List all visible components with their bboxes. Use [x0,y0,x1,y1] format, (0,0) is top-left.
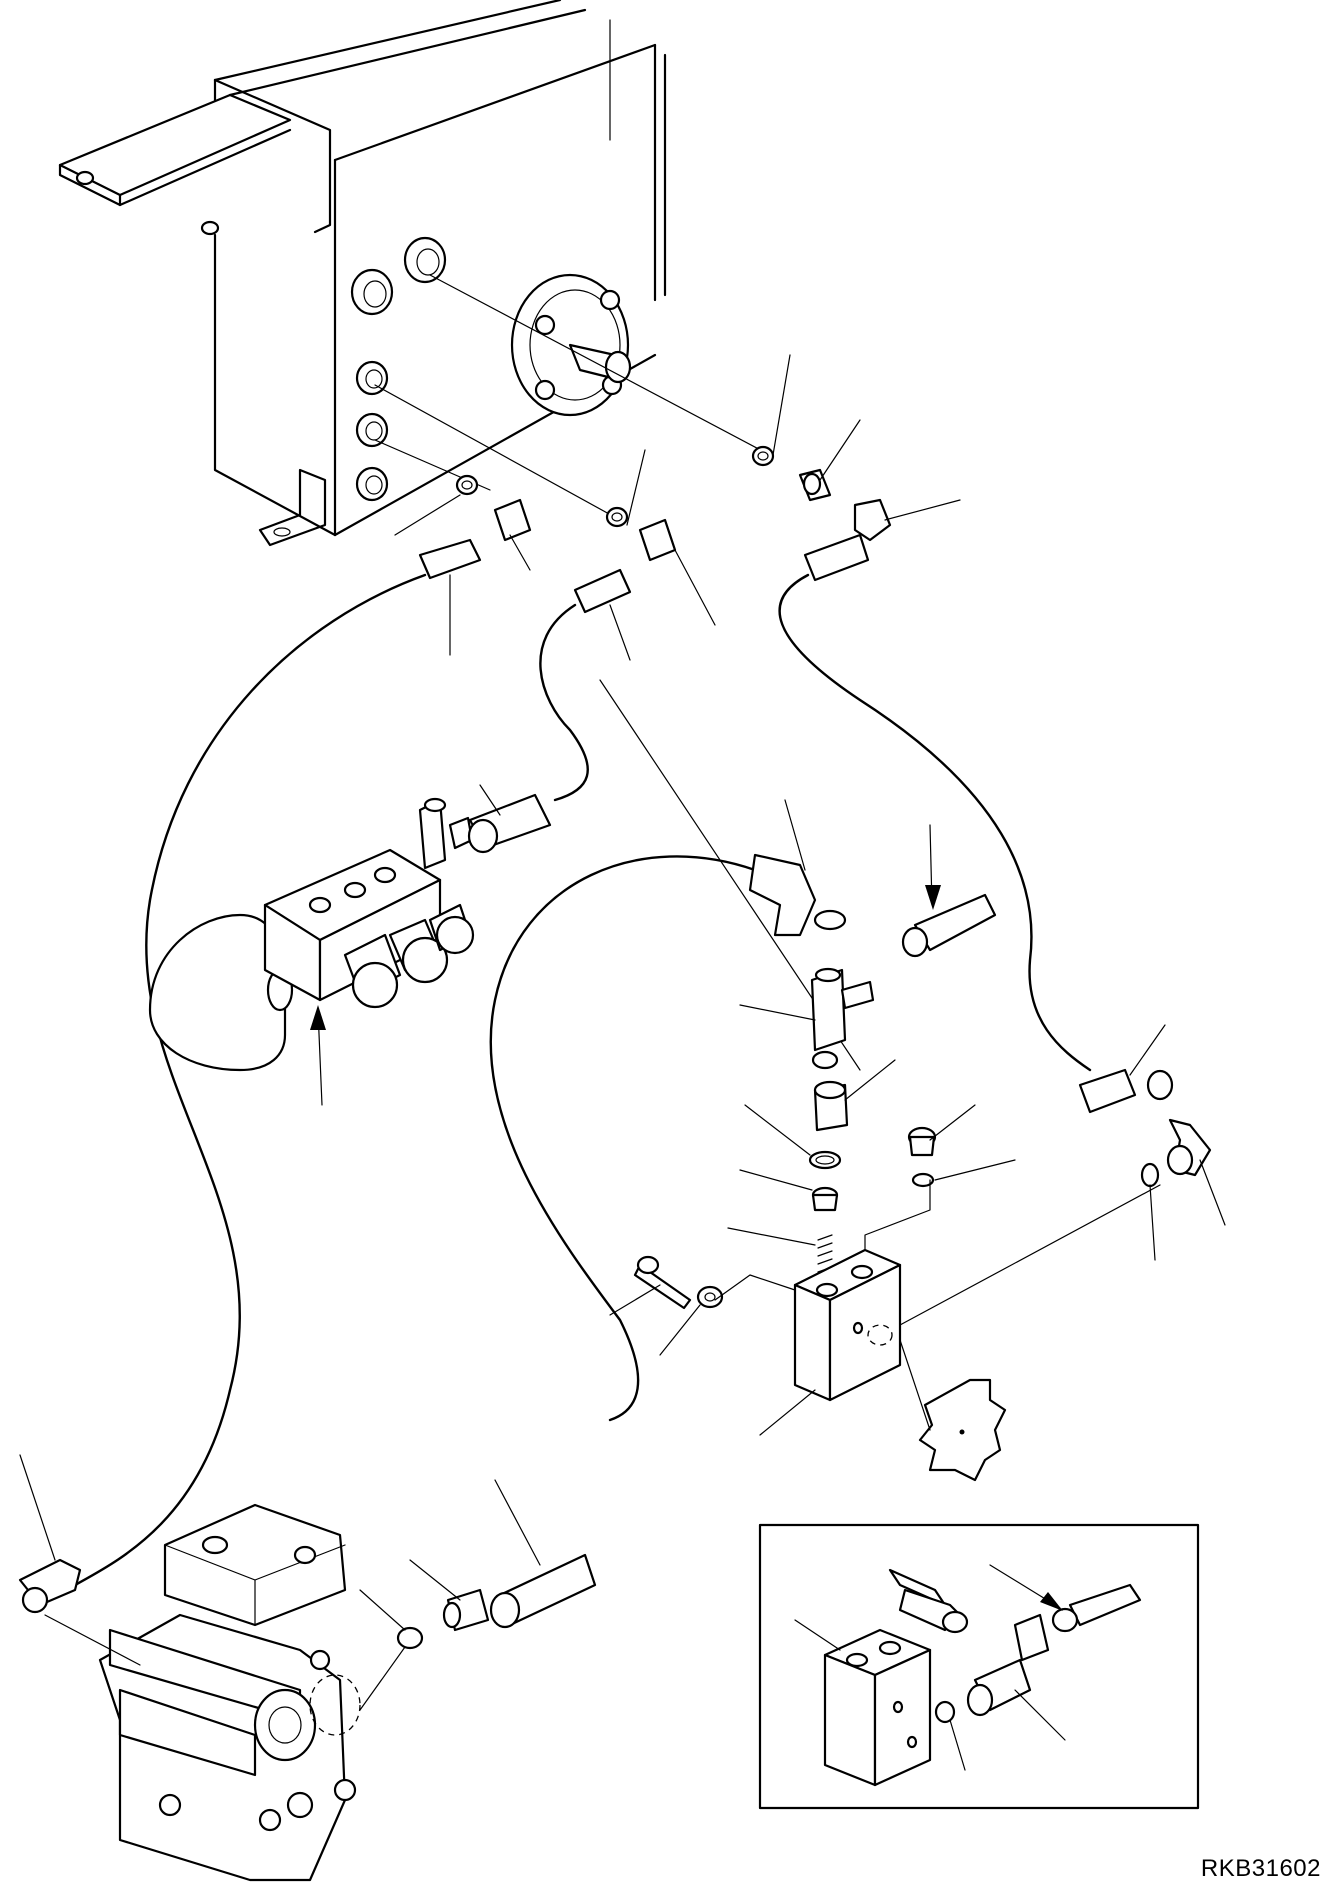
drawing-number: RKB31602 [1200,1855,1321,1882]
shuttle-valve-assembly [609,799,1226,1482]
inset-detail [758,1523,1200,1810]
tank-fittings [394,354,961,661]
hydraulic-tank [58,0,667,547]
hydraulic-hoses [73,573,1092,1587]
accumulator-valve-block [148,784,552,1106]
hydraulic-pump [18,1454,597,1882]
